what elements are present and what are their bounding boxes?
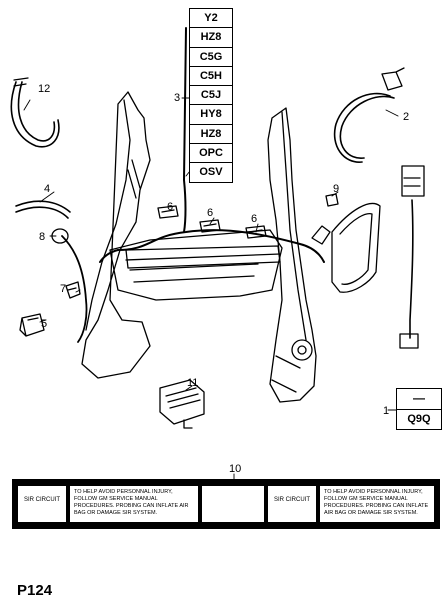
airbag-module (331, 202, 381, 293)
sir-circuit-label-left: SIR CIRCUIT (18, 486, 66, 522)
option-code: C5J (190, 86, 232, 106)
callout-3: 3 (174, 92, 180, 104)
page-code: P124 (17, 582, 53, 599)
option-code: HY8 (190, 105, 232, 125)
cross-member (125, 245, 281, 269)
callout-6a: 6 (167, 201, 173, 213)
item-5-bracket (19, 313, 45, 337)
callout-1: 1 (383, 405, 389, 417)
left-side-frame (81, 91, 151, 379)
callout-10: 10 (229, 463, 241, 475)
callout-6b: 6 (207, 207, 213, 219)
callout-12: 12 (38, 83, 50, 95)
blank-label-cell (202, 486, 264, 522)
callout-6c: 6 (251, 213, 257, 225)
warning-text-right: TO HELP AVOID PERSONNAL INJURY, FOLLOW G… (320, 486, 434, 522)
option-box-symbol: — (397, 389, 441, 410)
callout-7: 7 (60, 283, 66, 295)
right-side-frame (267, 107, 317, 403)
callout-8: 8 (39, 231, 45, 243)
option-code-list: Y2 HZ8 C5G C5H C5J HY8 HZ8 OPC OSV (189, 8, 233, 183)
option-box-code: Q9Q (407, 413, 431, 425)
callout-11: 11 (187, 377, 198, 389)
item-1-harness (409, 199, 414, 339)
option-box-q9q: — Q9Q (396, 388, 442, 430)
option-code: C5H (190, 67, 232, 87)
wiring-harness (117, 229, 325, 263)
callout-4: 4 (44, 183, 50, 195)
item-12-strap (10, 81, 60, 148)
option-code: HZ8 (190, 28, 232, 48)
callout-5: 5 (41, 318, 47, 330)
item-8-cable (61, 235, 88, 343)
item-7-clip (65, 281, 81, 299)
option-code: OPC (190, 144, 232, 164)
item-9-nut (325, 193, 339, 207)
option-code: C5G (190, 48, 232, 67)
option-code: Y2 (190, 9, 232, 29)
warning-text-left: TO HELP AVOID PERSONNAL INJURY, FOLLOW G… (70, 486, 198, 522)
option-code: HZ8 (190, 125, 232, 145)
item-4-tube (15, 200, 71, 219)
sir-circuit-label-right: SIR CIRCUIT (268, 486, 316, 522)
callout-2: 2 (403, 111, 409, 123)
item-2-strap (333, 92, 395, 163)
callout-9: 9 (333, 183, 339, 195)
seat-pan (109, 229, 283, 301)
item-11-block (159, 379, 205, 425)
sir-warning-label: SIR CIRCUIT TO HELP AVOID PERSONNAL INJU… (12, 479, 440, 529)
item-6-clip-a (157, 205, 179, 219)
option-code: OSV (199, 166, 223, 179)
